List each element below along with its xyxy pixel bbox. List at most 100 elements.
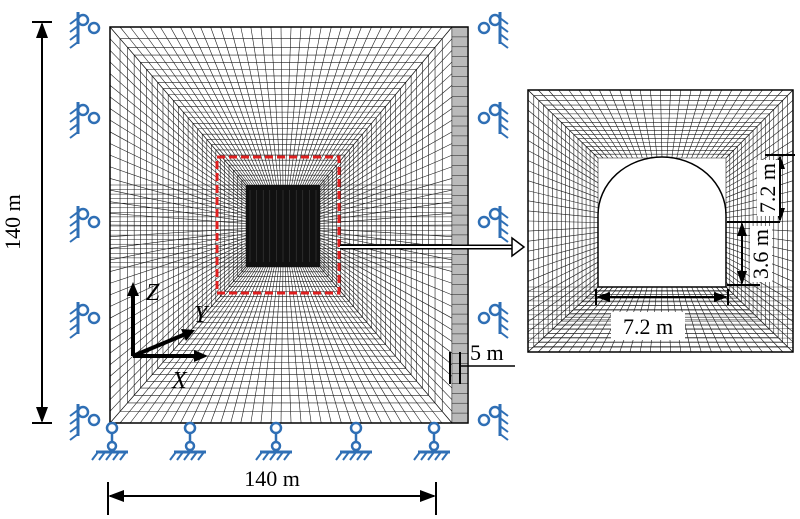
- mesh-line: [139, 26, 253, 186]
- mesh-line: [319, 85, 453, 198]
- mesh-line: [160, 266, 258, 424]
- mesh-line: [666, 89, 671, 159]
- global-mesh-model: [109, 26, 469, 424]
- mesh-line: [109, 61, 247, 193]
- mesh-line: [295, 266, 342, 424]
- mesh-line: [319, 201, 453, 222]
- tunnel-width-label: 7.2 m: [623, 314, 673, 339]
- mesh-line: [527, 232, 599, 242]
- mesh-line: [319, 257, 453, 377]
- mesh-line: [527, 251, 599, 282]
- mesh-line: [725, 89, 794, 159]
- mesh-line: [319, 252, 453, 354]
- tunnel-width-dimension: 7.2 m: [595, 289, 729, 340]
- ground-hatch: [69, 107, 79, 115]
- mesh-line: [109, 85, 247, 198]
- mesh-line: [190, 266, 264, 424]
- mesh-line: [319, 249, 453, 342]
- ground-hatch: [98, 451, 106, 461]
- ground-hatch: [499, 433, 509, 441]
- mesh-line: [293, 26, 332, 186]
- ground-hatch: [499, 41, 509, 49]
- mesh-line: [701, 89, 743, 159]
- ground-hatch: [69, 307, 79, 315]
- mesh-line: [119, 266, 249, 424]
- mesh-line: [527, 130, 599, 179]
- ground-hatch: [499, 307, 509, 315]
- mesh-line: [317, 26, 443, 186]
- mesh-line: [527, 227, 599, 232]
- roller-support-icon: [87, 21, 101, 35]
- mesh-line: [109, 257, 247, 377]
- mesh-line: [715, 89, 773, 159]
- roller-support-icon: [269, 421, 283, 435]
- mesh-line: [319, 61, 453, 193]
- mesh-line: [527, 89, 599, 159]
- mesh-line: [284, 26, 292, 186]
- mesh-line: [319, 166, 453, 215]
- ground-hatch: [363, 451, 371, 461]
- x-axis-label: X: [171, 368, 188, 394]
- mesh-line: [308, 26, 402, 186]
- mesh-line: [170, 26, 260, 186]
- ground-hatch: [69, 433, 79, 441]
- mesh-line: [109, 119, 247, 205]
- mesh-line: [527, 266, 599, 312]
- mesh-line: [706, 89, 753, 159]
- ground-hatch: [427, 451, 435, 461]
- ground-hatch: [499, 417, 509, 425]
- mesh-line: [710, 89, 763, 159]
- ground-hatch: [255, 451, 263, 461]
- mesh-line: [311, 266, 413, 424]
- mesh-line: [686, 89, 712, 159]
- tunnel-opening: [597, 156, 727, 288]
- roller-support-icon: [427, 421, 441, 435]
- mesh-line: [629, 89, 648, 159]
- mesh-line: [725, 266, 794, 312]
- mesh-line: [527, 220, 599, 223]
- height-label: 140 m: [0, 194, 25, 250]
- mesh-line: [109, 26, 247, 186]
- mesh-line: [119, 26, 249, 186]
- ground-hatch: [349, 451, 357, 461]
- ground-hatch: [335, 451, 343, 461]
- mesh-line: [725, 281, 794, 343]
- mesh-line: [109, 232, 247, 261]
- mesh-line: [681, 89, 702, 159]
- ground-hatch: [69, 17, 79, 25]
- mesh-line: [725, 119, 794, 174]
- mesh-line: [180, 26, 262, 186]
- ground-hatch: [69, 417, 79, 425]
- mesh-line: [313, 26, 423, 186]
- mesh-line: [696, 89, 733, 159]
- mesh-line: [109, 154, 247, 212]
- mesh-line: [109, 73, 247, 195]
- mesh-line: [650, 89, 658, 159]
- mesh-line: [527, 160, 599, 194]
- mesh-line: [319, 143, 453, 210]
- mesh-line: [527, 276, 599, 333]
- roller-support-icon: [477, 215, 491, 229]
- mesh-line: [260, 26, 279, 186]
- ground-hatch: [105, 451, 113, 461]
- mesh-line: [319, 264, 453, 412]
- mesh-line: [319, 247, 453, 331]
- mesh-line: [319, 259, 453, 389]
- ground-hatch: [69, 41, 79, 49]
- coordinate-axes: Z Y X: [127, 280, 210, 394]
- mesh-line: [319, 266, 453, 424]
- mesh-line: [109, 96, 247, 200]
- mesh-line: [720, 89, 784, 159]
- roller-support-icon: [477, 111, 491, 125]
- ground-hatch: [69, 131, 79, 139]
- tunnel-height-dimension: 7.2 m: [755, 154, 795, 222]
- mesh-line: [725, 99, 794, 164]
- ground-hatch: [413, 451, 421, 461]
- mesh-line: [527, 210, 599, 218]
- ground-hatch: [69, 123, 79, 131]
- ground-hatch: [69, 33, 79, 41]
- mesh-line: [297, 26, 352, 186]
- mesh-line: [308, 266, 402, 424]
- mesh-line: [660, 89, 663, 159]
- roller-support-icon: [105, 421, 119, 435]
